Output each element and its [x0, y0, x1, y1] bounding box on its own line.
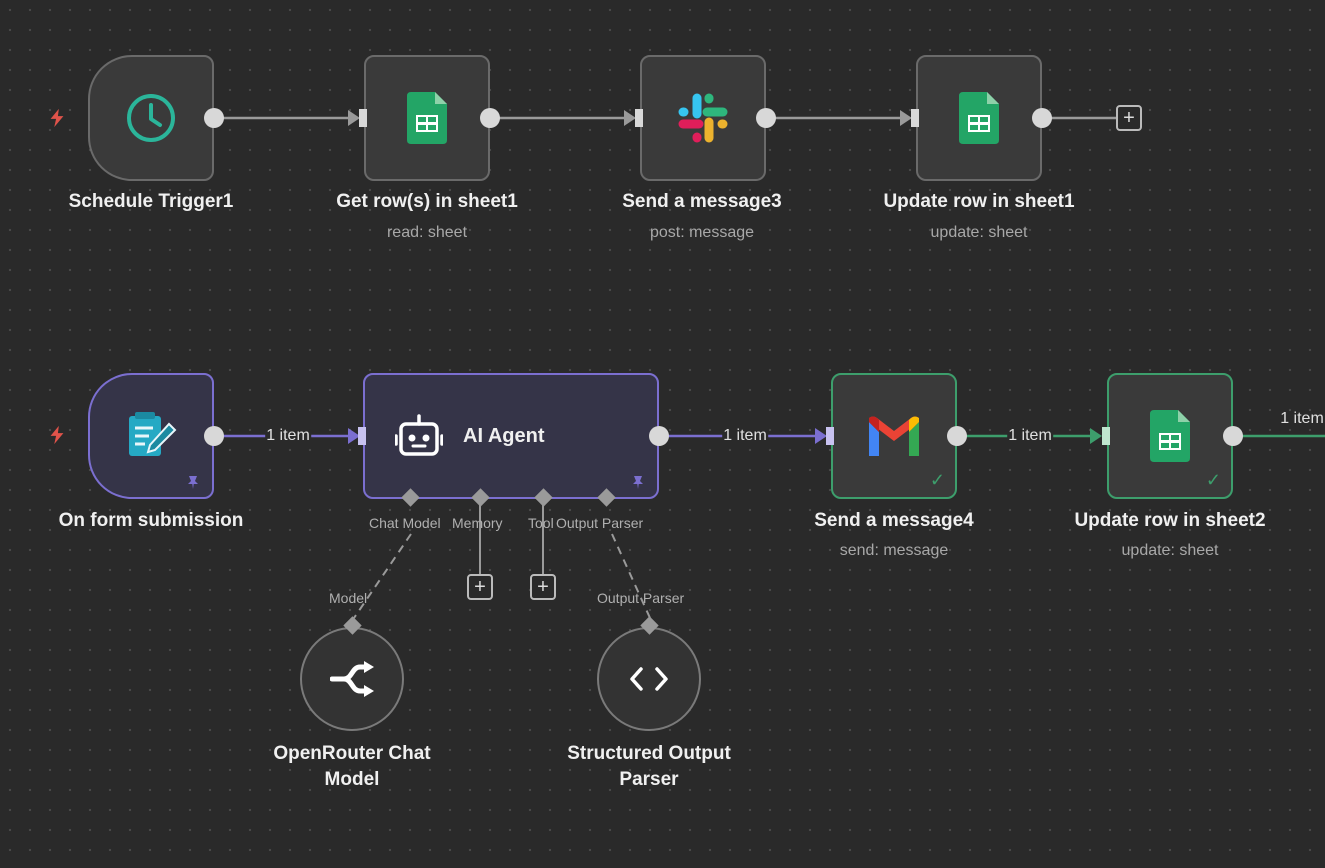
output-parser-input-label: Output Parser	[597, 590, 685, 606]
get-rows-node[interactable]	[364, 55, 490, 181]
openrouter-label-line2: Model	[324, 769, 380, 790]
get-rows-subtitle: read: sheet	[386, 224, 468, 241]
model-port-label: Model	[329, 590, 368, 606]
openrouter-label: OpenRouter Chat Model	[273, 741, 430, 793]
schedule-trigger-label: Schedule Trigger1	[68, 191, 234, 212]
success-check-icon: ✓	[929, 470, 945, 490]
success-check-icon: ✓	[1205, 470, 1221, 490]
openrouter-chat-model-node[interactable]	[300, 627, 404, 731]
ai-agent-title: AI Agent	[463, 424, 545, 447]
slack-icon	[678, 93, 728, 143]
pin-icon	[188, 476, 198, 489]
connection-item-count: 1 item	[1280, 410, 1324, 427]
send-message4-label: Send a message4	[814, 510, 974, 531]
send-message4-node[interactable]: ✓	[831, 373, 957, 499]
get-rows-label: Get row(s) in sheet1	[336, 191, 518, 212]
structured-parser-label-line1: Structured Output	[567, 743, 731, 764]
pin-icon	[633, 476, 643, 489]
send-message3-subtitle: post: message	[649, 224, 755, 241]
robot-icon	[395, 414, 443, 456]
form-trigger-node[interactable]	[88, 373, 214, 499]
form-icon	[129, 412, 177, 456]
add-node-button[interactable]: +	[1116, 105, 1142, 131]
google-sheets-icon	[959, 92, 999, 144]
update-row2-node[interactable]: ✓	[1107, 373, 1233, 499]
ai-agent-node[interactable]: AI Agent	[363, 373, 659, 499]
output-parser-port-label: Output Parser	[556, 515, 644, 531]
send-message3-label: Send a message3	[622, 191, 782, 212]
connection-item-count: 1 item	[722, 427, 768, 445]
google-sheets-icon	[407, 92, 447, 144]
connection-item-count: 1 item	[1007, 427, 1053, 445]
structured-parser-label: Structured Output Parser	[567, 741, 731, 793]
trigger-bolt-icon	[50, 425, 64, 445]
schedule-trigger-node[interactable]	[88, 55, 214, 181]
form-trigger-label: On form submission	[58, 510, 244, 531]
connection-item-count: 1 item	[265, 427, 311, 445]
structured-parser-label-line2: Parser	[619, 769, 679, 790]
openrouter-icon	[330, 661, 374, 697]
google-sheets-icon	[1150, 410, 1190, 462]
clock-icon	[127, 94, 175, 142]
trigger-bolt-icon	[50, 108, 64, 128]
update-row1-label: Update row in sheet1	[883, 191, 1075, 212]
tool-port-label: Tool	[528, 515, 554, 531]
code-brackets-icon	[630, 667, 668, 691]
add-memory-button[interactable]: +	[467, 574, 493, 600]
gmail-icon	[869, 416, 919, 456]
memory-port-label: Memory	[452, 515, 503, 531]
update-row1-node[interactable]	[916, 55, 1042, 181]
send-message3-node[interactable]	[640, 55, 766, 181]
update-row2-subtitle: update: sheet	[1121, 542, 1219, 559]
update-row1-subtitle: update: sheet	[930, 224, 1028, 241]
update-row2-label: Update row in sheet2	[1074, 510, 1266, 531]
structured-output-parser-node[interactable]	[597, 627, 701, 731]
send-message4-subtitle: send: message	[839, 542, 949, 559]
add-tool-button[interactable]: +	[530, 574, 556, 600]
openrouter-label-line1: OpenRouter Chat	[273, 743, 431, 764]
chat-model-port-label: Chat Model	[369, 515, 441, 531]
